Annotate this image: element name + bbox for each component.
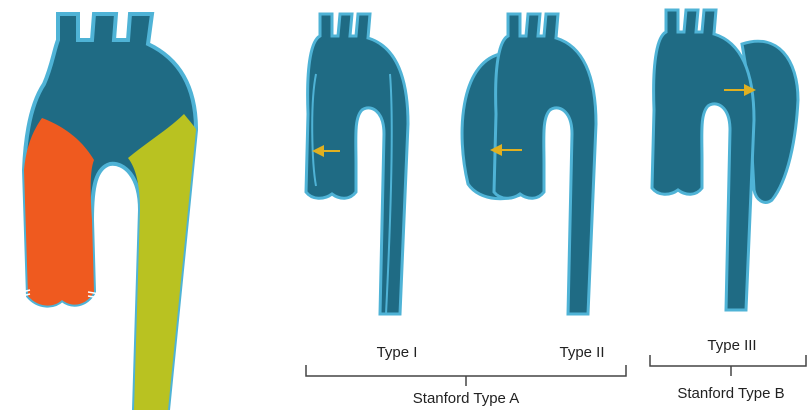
stanford-type-b-label: Stanford Type B xyxy=(677,385,784,402)
type-ii-label: Type II xyxy=(559,344,604,361)
type-iii-aorta-icon xyxy=(652,10,798,310)
type-ii-aorta-icon xyxy=(462,14,596,314)
stanford-b-bracket xyxy=(650,355,806,376)
stanford-a-bracket xyxy=(306,365,626,386)
aorta-segments-figure xyxy=(6,14,196,410)
stanford-type-a-label: Stanford Type A xyxy=(413,390,519,407)
ascending-aorta-region xyxy=(24,118,94,306)
type-iii-label: Type III xyxy=(707,337,756,354)
type-i-aorta-icon xyxy=(306,14,408,314)
type-i-label: Type I xyxy=(377,344,418,361)
